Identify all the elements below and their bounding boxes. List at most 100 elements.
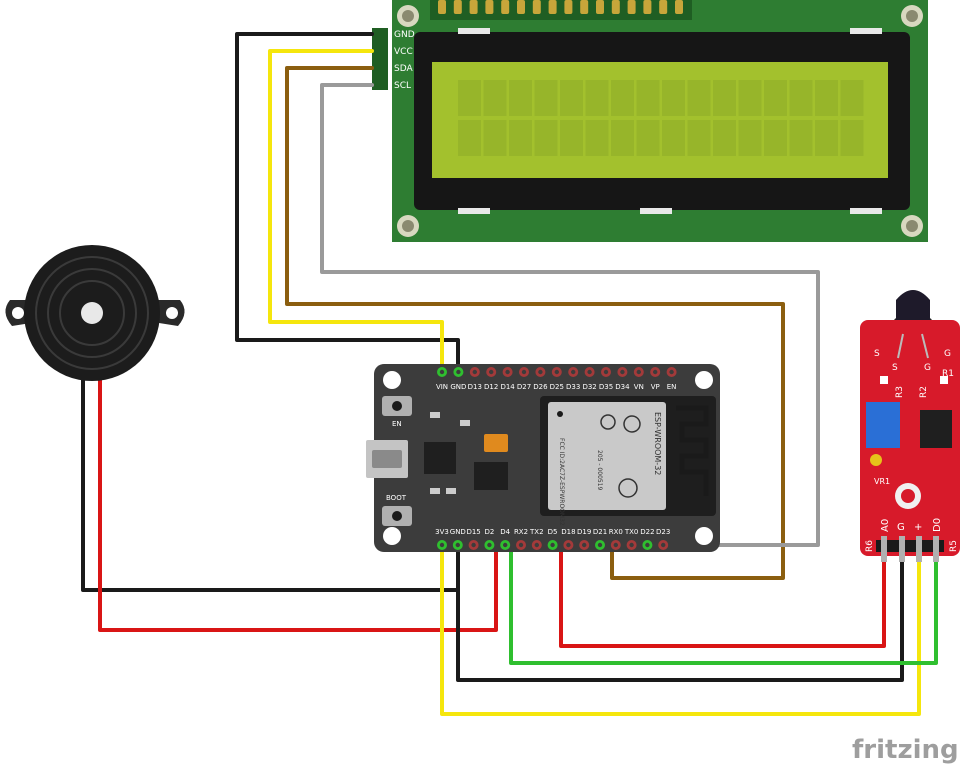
- esp32-pin-label: EN: [667, 383, 677, 391]
- en-button-label: EN: [392, 420, 402, 428]
- smd-led: [940, 376, 948, 384]
- lcd-tab: [850, 208, 882, 214]
- esp32-pin-label: D35: [599, 383, 613, 391]
- lcd-char-cell: [764, 80, 787, 116]
- sensor-header: [876, 540, 944, 552]
- sensor-top-label-3: G: [924, 363, 931, 373]
- lcd-i2c-pin-strip: [372, 28, 388, 90]
- lcd-header-pin: [532, 0, 541, 14]
- esp32-pin-label: D4: [500, 528, 510, 536]
- esp32-pin-label: D19: [577, 528, 591, 536]
- wires: [81, 32, 938, 716]
- lcd-mount-hole-inner: [402, 10, 414, 22]
- lcd-header-pin: [453, 0, 462, 14]
- smd-component: [430, 412, 440, 418]
- sensor-mount-hole-inner: [901, 489, 915, 503]
- esp32-pin-label: D33: [566, 383, 580, 391]
- lcd-char-cell: [738, 120, 762, 156]
- wire-sensor-d0: [509, 543, 938, 665]
- esp32-pin-hole: [455, 542, 460, 548]
- wroom-cert-logo: [600, 414, 616, 430]
- esp32-pin-hole: [582, 542, 587, 548]
- esp32-pin-hole: [629, 542, 634, 548]
- lcd-char-cell: [509, 80, 532, 116]
- wire-sensor-vcc: [440, 543, 921, 716]
- lcd-char-cell: [458, 120, 481, 156]
- lcd-header-pin: [580, 0, 589, 14]
- sensor-resistor-r3: R3: [895, 386, 905, 398]
- esp32-pin-hole: [554, 369, 559, 375]
- esp32-pin-hole: [620, 369, 625, 375]
- lcd-top-header: [430, 0, 692, 20]
- lcd-pin-label-gnd: GND: [394, 30, 415, 40]
- lcd-tab: [458, 208, 490, 214]
- trimmer-screw: [870, 454, 882, 466]
- smd-led: [880, 376, 888, 384]
- esp32-pin-label: D32: [582, 383, 596, 391]
- esp32-pin-hole: [669, 369, 674, 375]
- lcd-char-cell: [815, 120, 838, 156]
- sensor-pin-label-a0: A0: [880, 519, 891, 532]
- esp32-pin-hole: [538, 369, 543, 375]
- ir-led-leg: [897, 333, 904, 359]
- wroom-module-code: 205 - 000519: [596, 450, 603, 491]
- sensor-side-label-r6: R6: [865, 540, 875, 552]
- capacitor: [484, 434, 508, 452]
- lcd-character-cells: [458, 80, 864, 156]
- smd-component: [430, 488, 440, 494]
- lcd-char-cell: [560, 120, 583, 156]
- esp32-pin-hole: [472, 369, 477, 375]
- lcd-header-pin: [643, 0, 652, 14]
- esp32-pin-label: D13: [468, 383, 482, 391]
- sensor-pin-label-d0: D0: [932, 518, 943, 532]
- buzzer-center: [81, 302, 103, 324]
- esp32-pin-hole: [661, 542, 666, 548]
- lcd-char-cell: [687, 120, 711, 156]
- esp32-pin-hole: [587, 369, 592, 375]
- esp32-pin-label: TX0: [624, 528, 639, 536]
- esp32-pin-label: D5: [548, 528, 558, 536]
- comparator-chip: [920, 410, 952, 448]
- esp32-pin-hole: [653, 369, 658, 375]
- esp32-pin-label: GND: [450, 528, 466, 536]
- lcd-char-cell: [534, 80, 558, 116]
- lcd-mount-hole-inner: [906, 10, 918, 22]
- lcd-header-pin: [596, 0, 604, 14]
- lcd-char-cell: [713, 120, 736, 156]
- esp32-pin-hole: [521, 369, 527, 375]
- boot-button-cap: [392, 511, 402, 521]
- voltage-regulator: [474, 462, 508, 490]
- esp32-pin-hole: [603, 369, 609, 375]
- esp32-pin-hole: [489, 369, 494, 375]
- wire-buzzer-signal: [98, 378, 498, 632]
- lcd-char-cell: [840, 80, 864, 116]
- buzzer-tab-hole: [12, 307, 24, 319]
- wroom-module-id: FCC ID:2AC7Z-ESPWROOM32: [558, 438, 565, 526]
- esp32-pin-label: D23: [656, 528, 670, 536]
- esp32-board: EN BOOT ESP-WROOM-32 FCC ID:2AC7Z-ESPWRO…: [366, 364, 720, 552]
- lcd-pin-label-vcc: VCC: [394, 47, 413, 57]
- buzzer-tab-hole: [166, 307, 178, 319]
- esp32-pin-hole: [566, 542, 571, 548]
- esp32-pin-label: VN: [634, 383, 644, 391]
- wire-lcd-scl: [320, 83, 820, 547]
- trimmer-potentiometer: [866, 402, 900, 448]
- esp32-pin-hole: [534, 542, 539, 548]
- esp32-pin-label: D26: [533, 383, 548, 391]
- lcd-mount-hole-inner: [402, 220, 414, 232]
- esp32-top-pins: [437, 367, 677, 377]
- esp32-pin-hole: [550, 542, 555, 548]
- sensor-resistor-r2: R2: [919, 386, 929, 398]
- lcd-pin-label-scl: SCL: [394, 81, 411, 91]
- wroom-marker-dot: [557, 411, 563, 417]
- lcd-header-pin: [611, 0, 620, 14]
- lcd-mount-hole-inner: [906, 220, 918, 232]
- esp32-pin-hole: [503, 542, 508, 548]
- lcd-tab: [850, 28, 882, 34]
- esp32-pin-hole: [439, 369, 445, 375]
- esp32-pin-hole: [613, 542, 618, 548]
- esp32-pin-label: D18: [561, 528, 575, 536]
- lcd-header-pin: [548, 0, 557, 14]
